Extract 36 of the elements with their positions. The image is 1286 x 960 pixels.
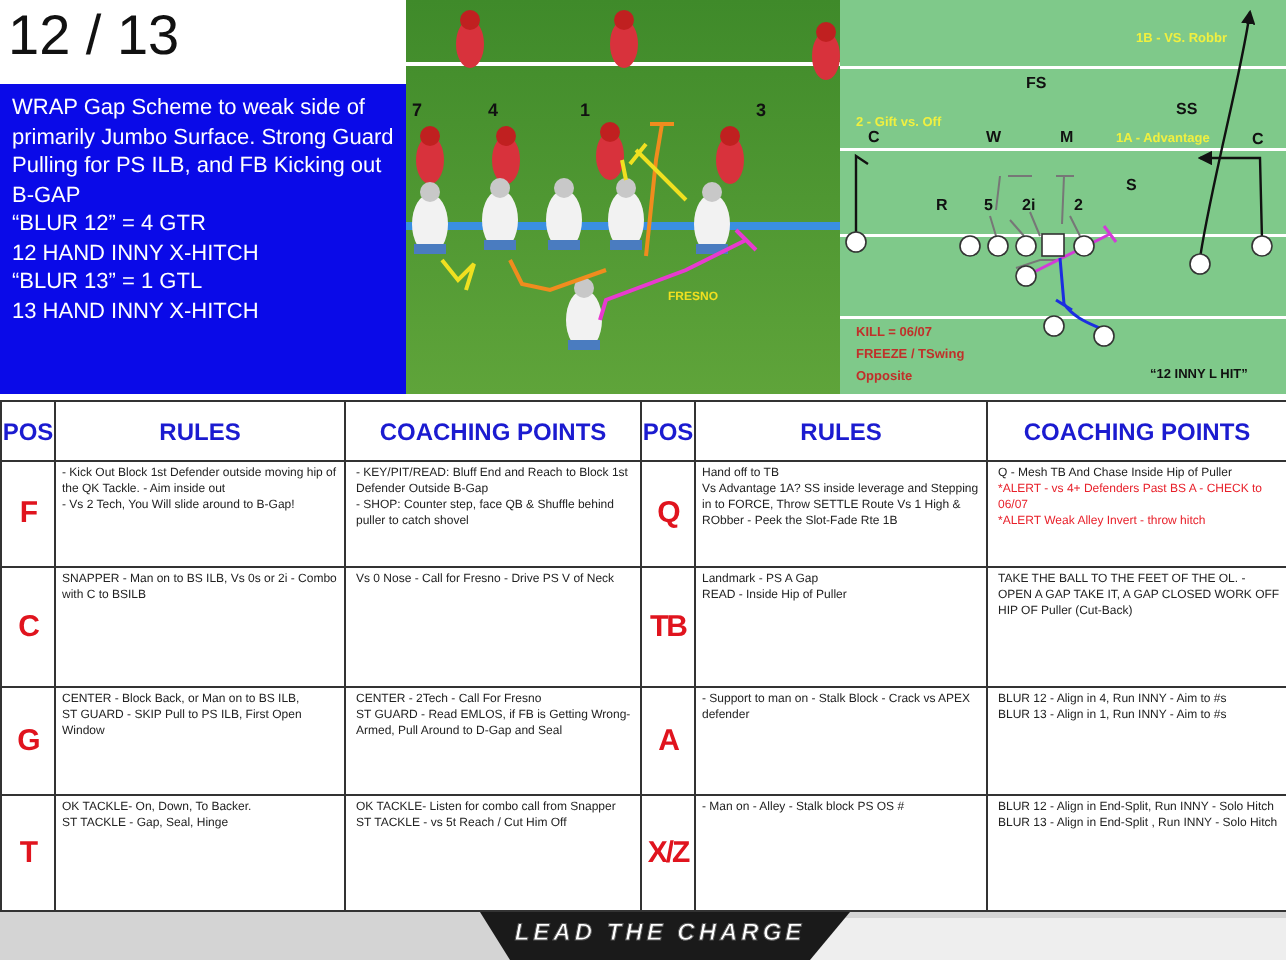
column-header: POS <box>3 417 53 445</box>
column-header: RULES <box>159 417 241 445</box>
player-number: 4 <box>488 100 499 120</box>
play-call-text: 12 HAND INNY X-HITCH <box>12 239 261 268</box>
defender-letter: FS <box>1026 74 1047 92</box>
position-letter: F <box>19 496 37 530</box>
player-number: 3 <box>756 100 767 120</box>
defender-letter: W <box>986 128 1002 146</box>
position-letter: TB <box>650 609 686 643</box>
defender-letter: SS <box>1176 100 1198 118</box>
title-text: 12 / 13 <box>8 4 180 68</box>
technique-number: 2 <box>1074 196 1083 214</box>
position-letter: G <box>17 723 39 757</box>
column-header: POS <box>643 417 693 445</box>
player-number: 1 <box>580 100 591 120</box>
receiver-letter: C <box>868 128 880 146</box>
column-header: RULES <box>800 417 882 445</box>
player-number: 7 <box>412 100 423 120</box>
technique-number: 5 <box>984 196 993 214</box>
receiver-letter: C <box>1252 130 1264 148</box>
defender-letter: S <box>1126 176 1137 194</box>
slogan-text: LEAD THE CHARGE <box>512 918 808 946</box>
position-letter: A <box>658 723 678 757</box>
column-header: COACHING POINTS <box>1023 417 1251 445</box>
defender-letter: M <box>1060 128 1074 146</box>
position-letter: X/Z <box>647 835 689 869</box>
position-letter: T <box>19 835 37 869</box>
description-text: WRAP Gap Scheme to weak side of primarily Jumbo Surface. Strong Guard Pulling for PS ILB, and FB Kicking out B-GAP <box>12 94 394 210</box>
play-call-text: 13 HAND INNY X-HITCH <box>12 297 261 326</box>
play-call-text: “BLUR 13” = 1 GTL <box>12 268 205 297</box>
technique-number: 2i <box>1022 196 1036 214</box>
position-letter: Q <box>657 496 679 530</box>
play-call-text: “BLUR 12” = 4 GTR <box>12 210 208 239</box>
defender-letter: R <box>936 196 948 214</box>
position-letter: C <box>18 609 38 643</box>
column-header: COACHING POINTS <box>379 417 607 445</box>
